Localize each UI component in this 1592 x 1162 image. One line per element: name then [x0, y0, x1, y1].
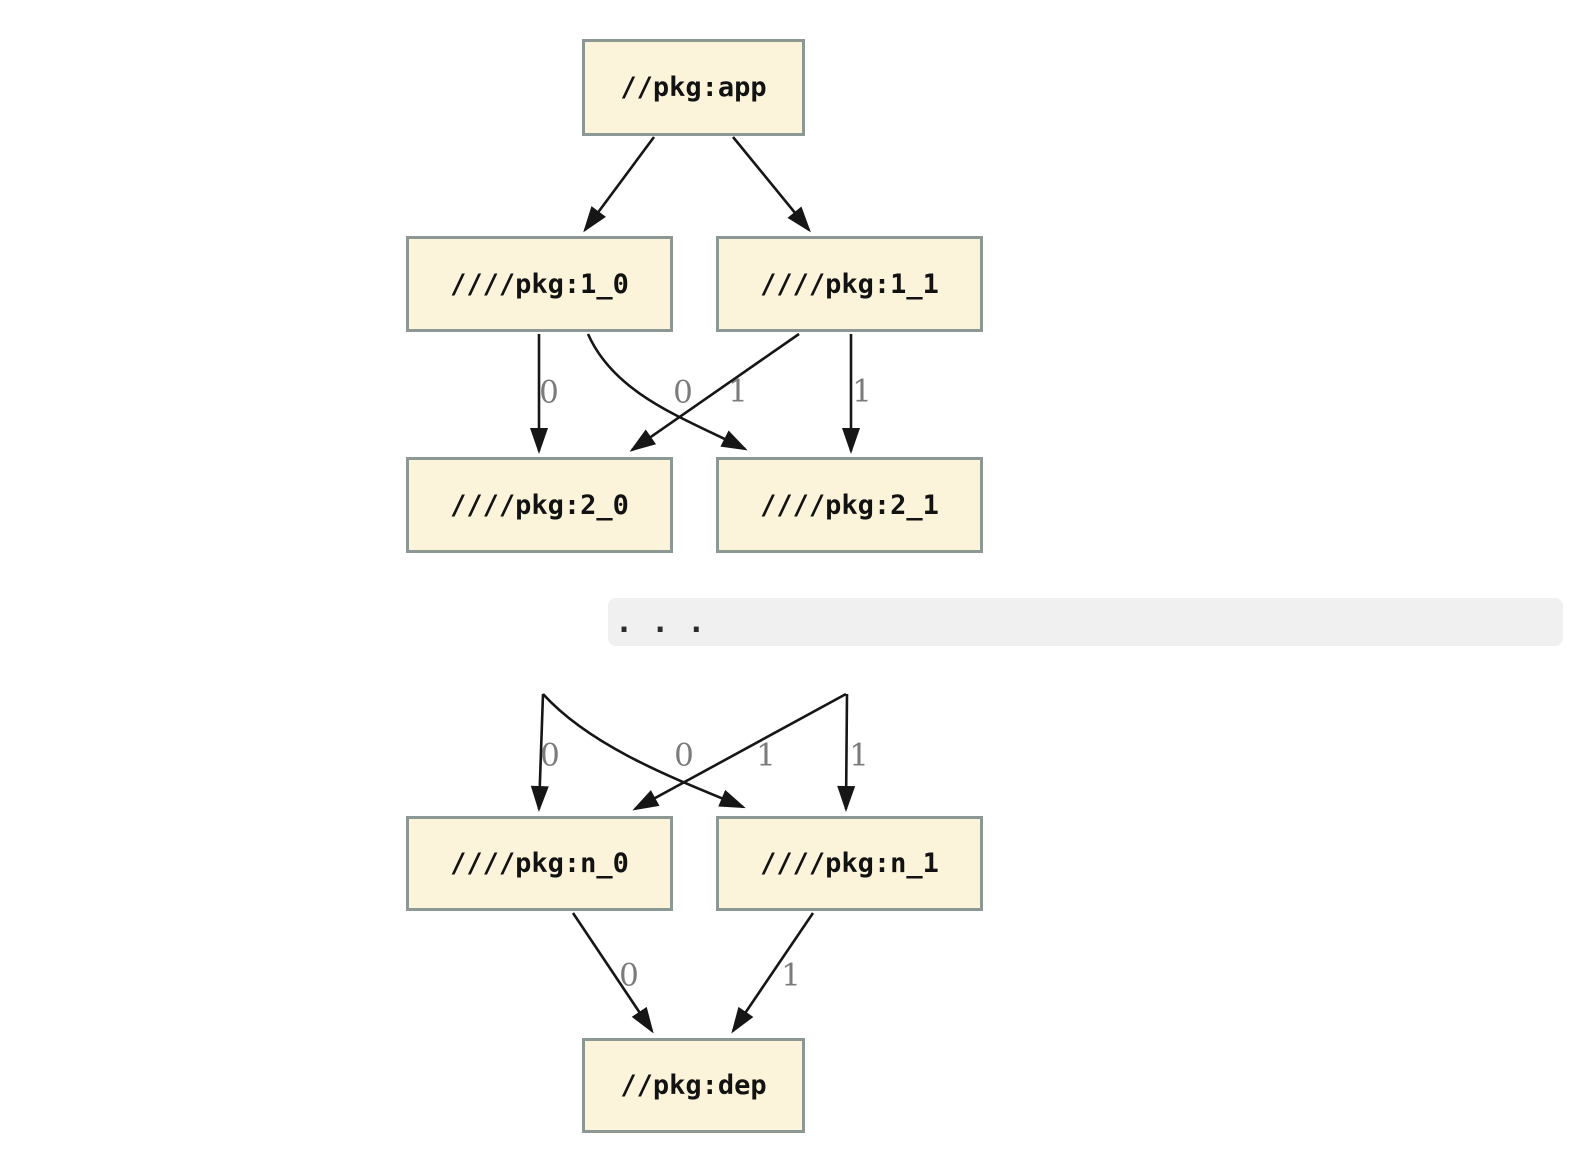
edge-elided-to-n_1-straight: [837, 693, 856, 812]
edge-elided-to-n_1-cross: [542, 693, 746, 809]
edge-1_1-to-2_0: [629, 332, 800, 452]
edge-label-1_0-2_1: 1: [728, 373, 748, 410]
edge-elided-to-n_0-cross: [632, 692, 847, 811]
edge-elided-to-n_0-straight: [530, 693, 549, 812]
edge-1_0-to-2_1: [586, 333, 748, 451]
edge-label-elided-n_1-cross: 1: [756, 737, 776, 774]
edge-n_0-to-dep: [571, 912, 654, 1034]
edge-label-elided-n_0-straight: 0: [540, 737, 560, 774]
node-pkg-1_0: ////pkg:1_0: [406, 236, 673, 332]
node-pkg-2_0: ////pkg:2_0: [406, 457, 673, 553]
node-pkg-app: //pkg:app: [582, 39, 805, 136]
node-pkg-n_1: ////pkg:n_1: [716, 816, 983, 911]
edge-app-to-1_1: [731, 136, 811, 233]
edge-label-elided-n_1-straight: 1: [849, 737, 869, 774]
edge-label-1_1-2_0: 0: [673, 374, 693, 411]
ellipsis-text: . . .: [615, 604, 706, 640]
edge-app-to-1_0: [583, 136, 656, 233]
node-pkg-dep: //pkg:dep: [582, 1038, 805, 1133]
edge-label-n_1-dep: 1: [781, 957, 801, 994]
node-pkg-n_0: ////pkg:n_0: [406, 816, 673, 911]
edge-label-1_1-2_1: 1: [852, 373, 872, 410]
ellipsis-code-block: . . .: [608, 598, 1563, 646]
edge-label-1_0-2_0: 0: [539, 374, 559, 411]
node-pkg-2_1: ////pkg:2_1: [716, 457, 983, 553]
edge-label-elided-n_0-cross: 0: [674, 737, 694, 774]
node-pkg-1_1: ////pkg:1_1: [716, 236, 983, 332]
edge-label-n_0-dep: 0: [619, 957, 639, 994]
edge-n_1-to-dep: [731, 912, 815, 1034]
